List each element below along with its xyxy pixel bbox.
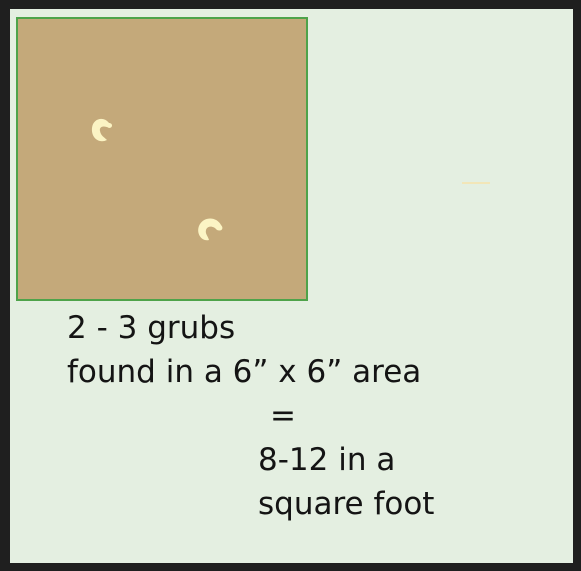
grub-icon xyxy=(198,218,223,241)
soil-sample-square xyxy=(16,17,308,301)
caption-result: 8-12 in a xyxy=(258,442,396,478)
caption-area: found in a 6” x 6” area xyxy=(67,354,422,390)
grub-icon xyxy=(91,118,112,142)
diagram-panel xyxy=(10,9,573,563)
caption-equals: = xyxy=(270,398,296,434)
speck xyxy=(462,182,490,184)
caption-unit: square foot xyxy=(258,486,435,522)
caption-grub-count: 2 - 3 grubs xyxy=(67,310,236,346)
